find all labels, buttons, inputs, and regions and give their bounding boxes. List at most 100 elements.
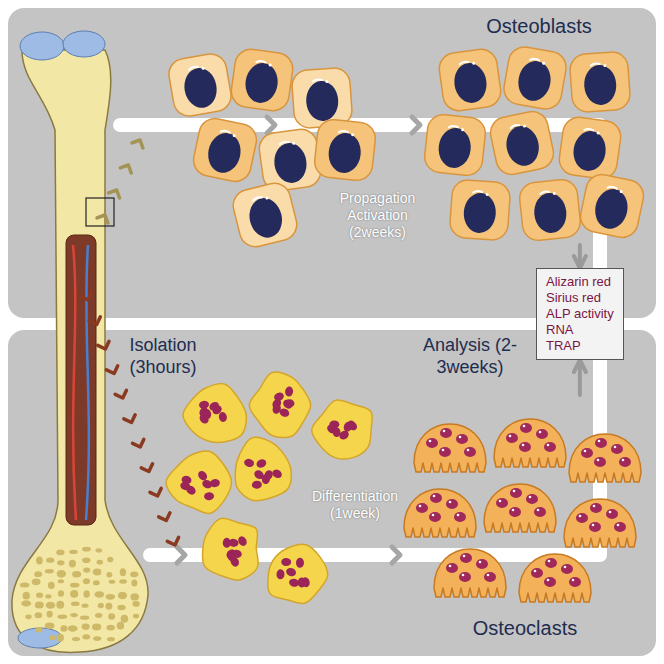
spongy-bone: [107, 637, 115, 641]
cartilage-cap: [20, 32, 64, 60]
cell-body: [578, 172, 647, 241]
cell-nucleus: [614, 522, 626, 532]
nucleus-highlight: [622, 459, 625, 462]
spongy-bone: [106, 594, 116, 600]
cell-nucleus: [544, 577, 556, 587]
step-label: Differentiation (1week): [295, 488, 415, 522]
cell-nucleus: [462, 192, 497, 234]
step-label: Isolation (3hours): [108, 334, 218, 378]
spongy-bone: [49, 635, 56, 640]
cell-nucleus: [509, 507, 521, 517]
isolation-chevron: [132, 137, 145, 148]
isolation-chevron: [133, 439, 146, 449]
osteoblast-cell: [518, 178, 582, 242]
nucleus-highlight: [597, 459, 600, 462]
nucleus-highlight: [584, 450, 587, 453]
spongy-bone: [70, 590, 78, 598]
spongy-bone: [32, 578, 41, 585]
nucleus-highlight: [614, 446, 617, 449]
spongy-bone: [109, 580, 116, 584]
nucleus-highlight: [564, 566, 567, 569]
cell-body: [519, 554, 591, 602]
cell-nucleus: [594, 457, 606, 467]
cell-body: [518, 178, 582, 242]
nucleus-highlight: [584, 128, 593, 131]
osteoblast-cell: [313, 118, 377, 182]
isolation-chevron: [97, 212, 110, 223]
cell-nucleus: [536, 429, 548, 439]
cell-nucleus: [416, 503, 428, 513]
spongy-bone: [106, 625, 114, 631]
cell-nucleus: [205, 130, 245, 176]
nucleus-highlight: [449, 501, 452, 504]
nucleus-highlight: [279, 141, 288, 144]
cell-nucleus: [285, 386, 294, 397]
blood-vessel: [86, 245, 89, 520]
cell-nucleus: [590, 503, 602, 513]
isolation-chevron: [124, 415, 137, 425]
nucleus-highlight: [221, 130, 230, 134]
osteoblast-cell: [191, 116, 260, 185]
nucleus-highlight: [462, 574, 465, 577]
nucleus-highlight: [547, 579, 550, 582]
nucleus-highlight: [457, 514, 460, 517]
spongy-bone: [69, 560, 76, 568]
cell-nucleus: [300, 576, 311, 588]
cell-nucleus: [439, 447, 451, 457]
cell-nucleus: [589, 522, 601, 532]
spongy-bone: [70, 613, 78, 617]
nucleus-highlight: [572, 579, 575, 582]
cartilage-cap: [18, 628, 62, 648]
cell-body: [557, 115, 623, 181]
cell-body: [434, 549, 506, 597]
step-label: Propagation Activation (2weeks): [325, 190, 430, 241]
cell-nucleus: [305, 80, 340, 122]
spongy-bone: [93, 636, 101, 641]
cell-nucleus: [263, 469, 275, 482]
cell-group: Osteoclasts: [400, 395, 650, 650]
osteoblast-cell: [557, 115, 623, 181]
cell-body: [494, 419, 566, 467]
spongy-bone: [71, 601, 80, 606]
precursor-cell: [166, 451, 231, 514]
assay-item: RNA: [546, 322, 614, 338]
spongy-bone: [131, 580, 137, 587]
cell-nucleus: [534, 507, 546, 517]
cell-body: [414, 424, 486, 472]
nucleus-highlight: [522, 444, 525, 447]
cell-nucleus: [181, 65, 219, 110]
nucleus-highlight: [579, 515, 582, 518]
nucleus-highlight: [268, 63, 271, 66]
osteoblast-cell: [257, 127, 323, 193]
spongy-bone: [107, 557, 113, 563]
cell-nucleus: [581, 448, 593, 458]
cell-nucleus: [503, 123, 543, 169]
cell-nucleus: [437, 126, 473, 169]
blood-vessel: [73, 245, 76, 520]
spongy-bone: [21, 600, 31, 606]
precursor-cell: [249, 372, 310, 437]
nucleus-highlight: [351, 133, 354, 136]
cell-nucleus: [204, 492, 214, 501]
nucleus-highlight: [513, 490, 516, 493]
nucleus-highlight: [512, 509, 515, 512]
spongy-bone: [95, 548, 102, 552]
cell-nucleus: [611, 444, 623, 454]
nucleus-highlight: [548, 560, 551, 563]
cell-nucleus: [228, 538, 239, 547]
spongy-bone: [82, 634, 90, 639]
cell-nucleus: [515, 58, 553, 103]
cell-nucleus: [476, 559, 488, 569]
nucleus-highlight: [529, 496, 532, 499]
cell-body: [484, 484, 556, 532]
spongy-bone: [57, 615, 67, 619]
nucleus-highlight: [442, 449, 445, 452]
precursor-cell: [202, 518, 258, 580]
nucleus-highlight: [486, 193, 489, 196]
spongy-bone: [45, 623, 55, 629]
cell-body: [564, 499, 636, 547]
cell-nucleus: [520, 423, 532, 433]
spongy-bone: [117, 605, 125, 611]
cell-nucleus: [198, 406, 210, 419]
spongy-bone: [69, 550, 78, 554]
